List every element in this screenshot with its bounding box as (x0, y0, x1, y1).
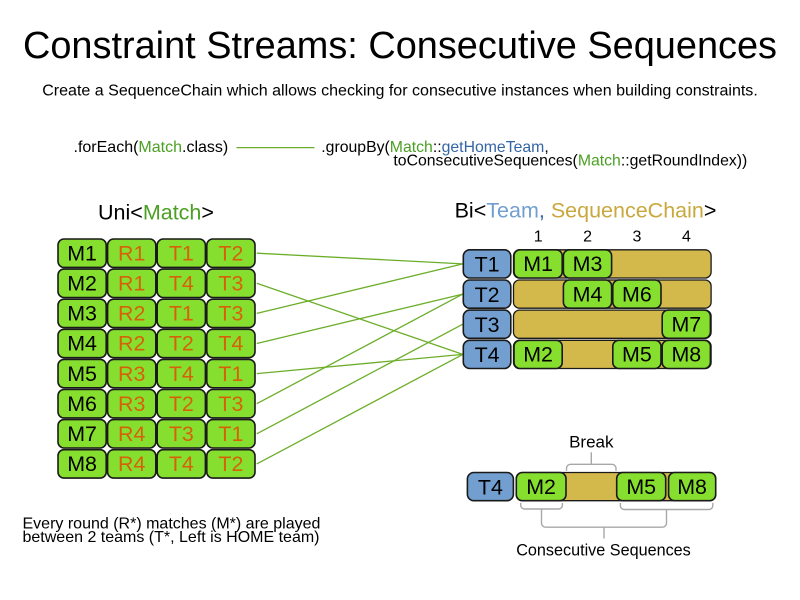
svg-text:M1: M1 (67, 241, 97, 265)
svg-text:T3: T3 (218, 272, 243, 296)
svg-text:R3: R3 (118, 362, 145, 386)
svg-text:R3: R3 (118, 392, 145, 416)
svg-text:M3: M3 (67, 302, 97, 326)
svg-text:T1: T1 (218, 362, 243, 386)
svg-text:T1: T1 (475, 253, 500, 277)
svg-text:.groupBy(Match::getHomeTeam,: .groupBy(Match::getHomeTeam, (321, 139, 548, 156)
svg-text:R2: R2 (118, 302, 145, 326)
svg-text:T4: T4 (169, 272, 194, 296)
svg-text:T4: T4 (169, 452, 194, 476)
svg-text:T1: T1 (169, 302, 194, 326)
svg-text:T2: T2 (169, 332, 194, 356)
svg-text:T3: T3 (218, 392, 243, 416)
svg-text:M8: M8 (67, 452, 97, 476)
svg-text:M6: M6 (67, 392, 97, 416)
svg-text:Consecutive Sequences: Consecutive Sequences (516, 542, 691, 560)
svg-text:toConsecutiveSequences(Match::: toConsecutiveSequences(Match::getRoundIn… (393, 153, 747, 170)
svg-text:T3: T3 (475, 313, 500, 337)
svg-text:T1: T1 (218, 422, 243, 446)
svg-text:Uni<Match>: Uni<Match> (98, 201, 214, 225)
svg-text:T4: T4 (478, 475, 503, 499)
svg-text:T2: T2 (475, 283, 500, 307)
svg-text:M5: M5 (67, 362, 97, 386)
svg-text:M5: M5 (622, 343, 652, 367)
svg-text:R4: R4 (118, 452, 145, 476)
svg-text:M8: M8 (671, 343, 701, 367)
svg-text:T2: T2 (169, 392, 194, 416)
svg-text:1: 1 (534, 229, 543, 246)
svg-text:T2: T2 (218, 452, 243, 476)
svg-text:Every round (R*) matches (M*): Every round (R*) matches (M*) are played (23, 515, 321, 532)
svg-text:M5: M5 (626, 475, 656, 499)
svg-text:M7: M7 (67, 422, 97, 446)
svg-text:M2: M2 (523, 343, 553, 367)
svg-text:T4: T4 (218, 332, 243, 356)
svg-text:Break: Break (569, 433, 614, 452)
svg-text:M8: M8 (677, 475, 707, 499)
svg-text:Create a SequenceChain which a: Create a SequenceChain which allows chec… (42, 82, 758, 100)
svg-text:Bi<Team, SequenceChain>: Bi<Team, SequenceChain> (455, 199, 717, 223)
svg-text:M6: M6 (622, 282, 652, 306)
svg-text:between 2 teams (T*, Left is H: between 2 teams (T*, Left is HOME team) (23, 529, 320, 546)
svg-text:4: 4 (682, 229, 691, 246)
svg-text:T3: T3 (218, 302, 243, 326)
svg-text:T4: T4 (169, 362, 194, 386)
svg-text:T3: T3 (169, 422, 194, 446)
svg-text:3: 3 (633, 229, 642, 246)
svg-text:Constraint Streams: Consecutiv: Constraint Streams: Consecutive Sequence… (23, 25, 777, 67)
svg-text:M3: M3 (573, 252, 603, 276)
svg-text:M2: M2 (526, 475, 556, 499)
svg-text:R1: R1 (118, 272, 145, 296)
svg-text:M4: M4 (67, 332, 97, 356)
svg-text:.forEach(Match.class): .forEach(Match.class) (74, 139, 229, 156)
svg-text:R2: R2 (118, 332, 145, 356)
svg-text:M1: M1 (523, 252, 553, 276)
svg-text:R1: R1 (118, 241, 145, 265)
svg-text:2: 2 (583, 229, 592, 246)
svg-text:M4: M4 (573, 282, 603, 306)
svg-text:R4: R4 (118, 422, 145, 446)
svg-text:M7: M7 (671, 313, 701, 337)
svg-text:T1: T1 (169, 241, 194, 265)
svg-text:M2: M2 (67, 272, 97, 296)
svg-text:T2: T2 (218, 241, 243, 265)
svg-text:T4: T4 (475, 343, 500, 367)
